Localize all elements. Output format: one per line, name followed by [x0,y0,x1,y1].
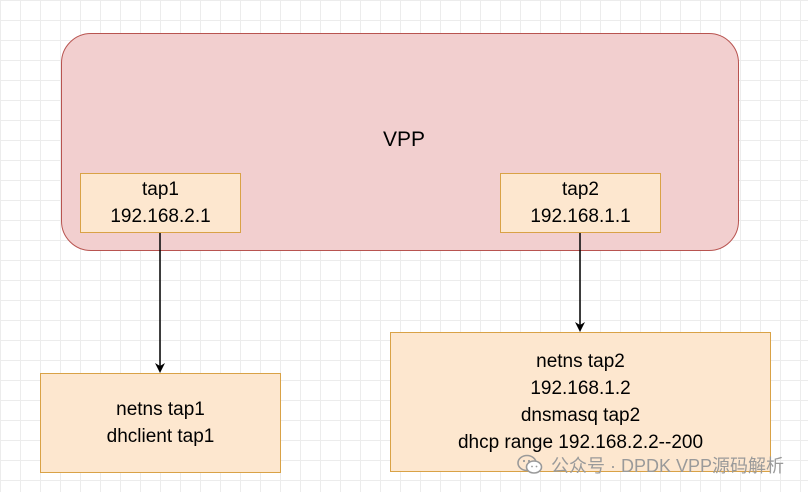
tap2-ip: 192.168.1.1 [530,206,631,227]
netns-tap1-node: netns tap1 dhclient tap1 [40,373,281,473]
tap1-node: tap1 192.168.2.1 [80,173,241,233]
ns2-line3: dnsmasq tap2 [520,405,641,426]
watermark-text: 公众号 · DPDK VPP源码解析 [550,456,784,476]
ns1-line2: dhclient tap1 [106,426,215,447]
ns2-line4: dhcp range 192.168.2.2--200 [457,432,704,453]
netns-tap2-node: netns tap2 192.168.1.2 dnsmasq tap2 dhcp… [390,332,771,472]
ns2-line2: 192.168.1.2 [530,378,631,399]
vpp-title: VPP [382,128,426,151]
watermark: 公众号 · DPDK VPP源码解析 [517,452,784,478]
tap2-node: tap2 192.168.1.1 [500,173,661,233]
ns2-line1: netns tap2 [536,351,625,372]
tap1-ip: 192.168.2.1 [110,206,211,227]
tap2-name: tap2 [562,179,599,200]
tap1-name: tap1 [142,179,179,200]
wechat-icon [517,454,543,476]
ns1-line1: netns tap1 [116,399,205,420]
